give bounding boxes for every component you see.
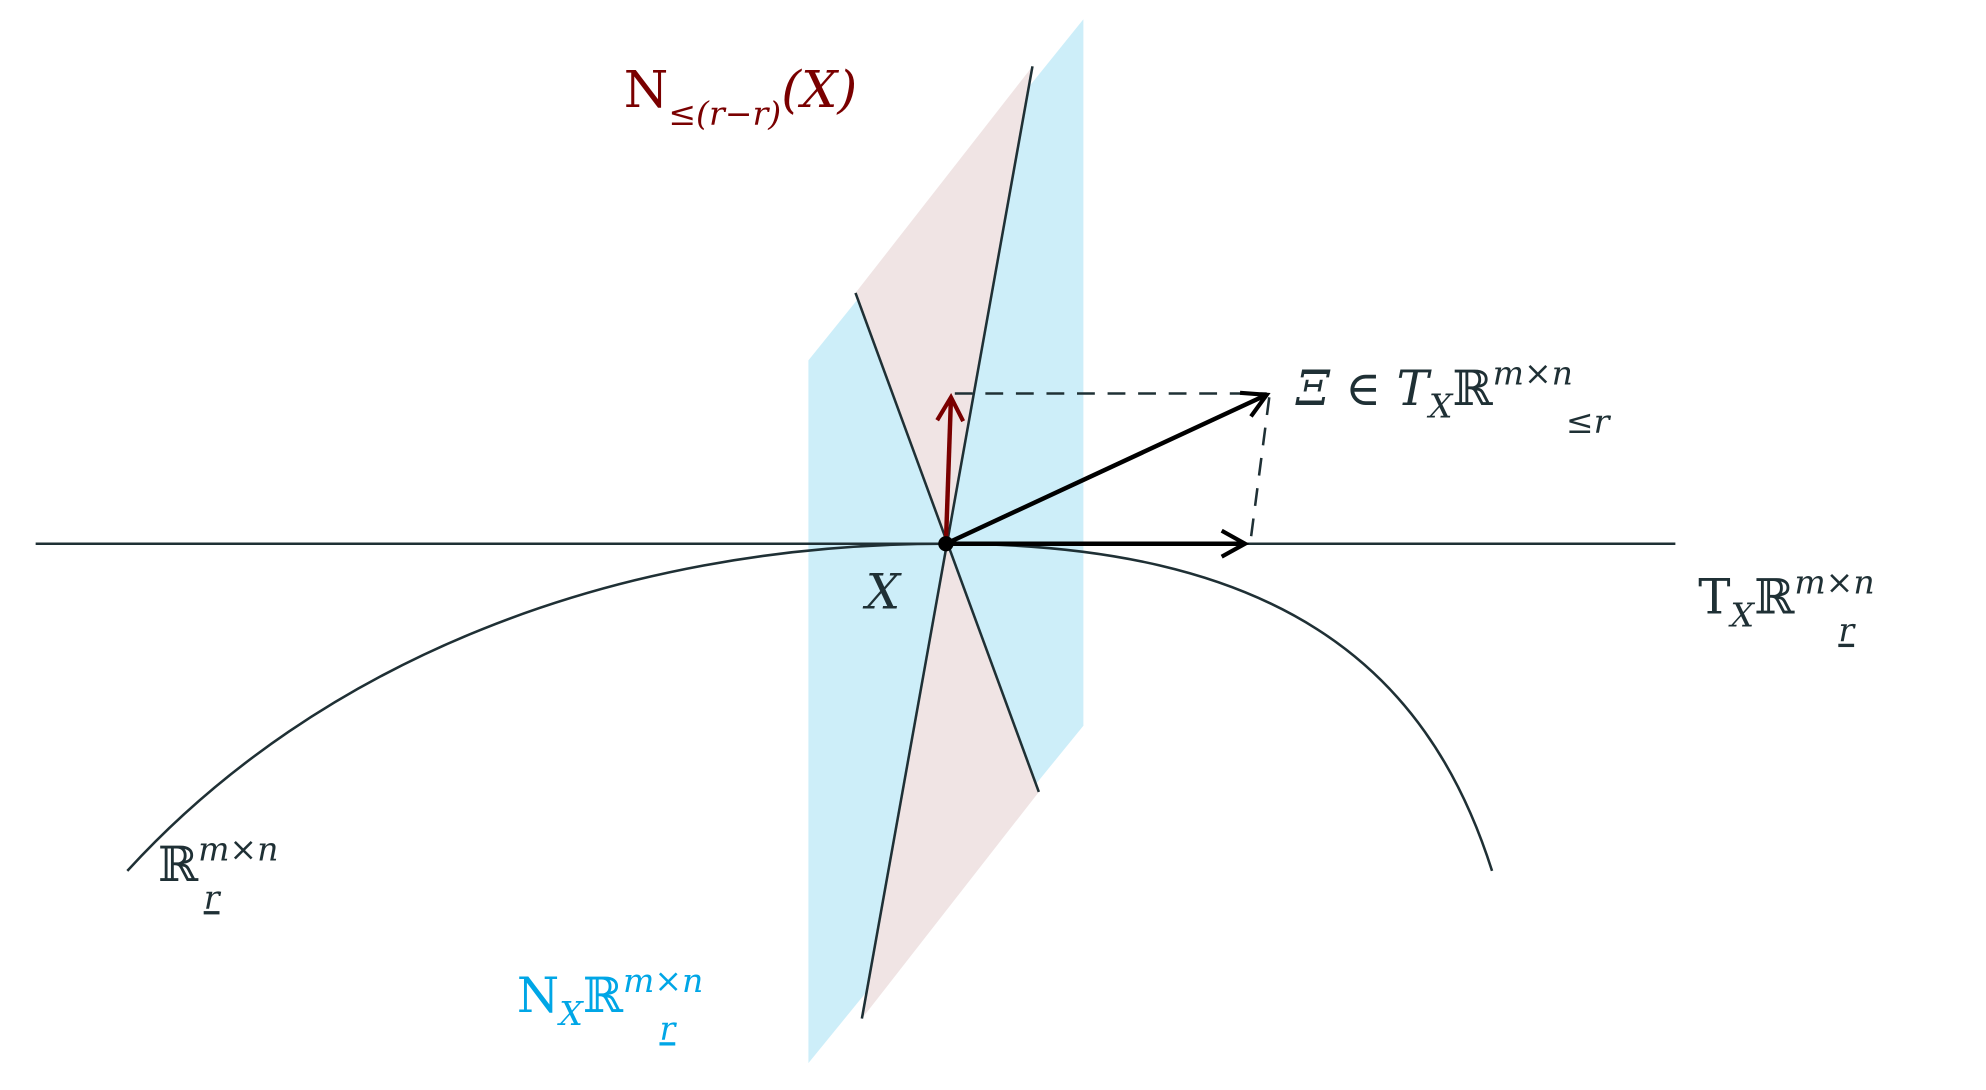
- manifold-curve: [126, 542, 1494, 872]
- normal-cone-label: N≤(r−r)(X): [624, 61, 857, 133]
- point-x: [938, 536, 954, 552]
- xi-label: Ξ ∈ TXℝm×n≤r: [1295, 354, 1612, 441]
- normal-component-arrow: [935, 393, 966, 544]
- normal-cone-lower: [861, 543, 1039, 1019]
- xi-arrow: [944, 390, 1271, 546]
- point-x-label: X: [862, 565, 903, 621]
- dashed-projection-vertical: [1248, 397, 1271, 544]
- normal-cone-upper: [855, 66, 1033, 544]
